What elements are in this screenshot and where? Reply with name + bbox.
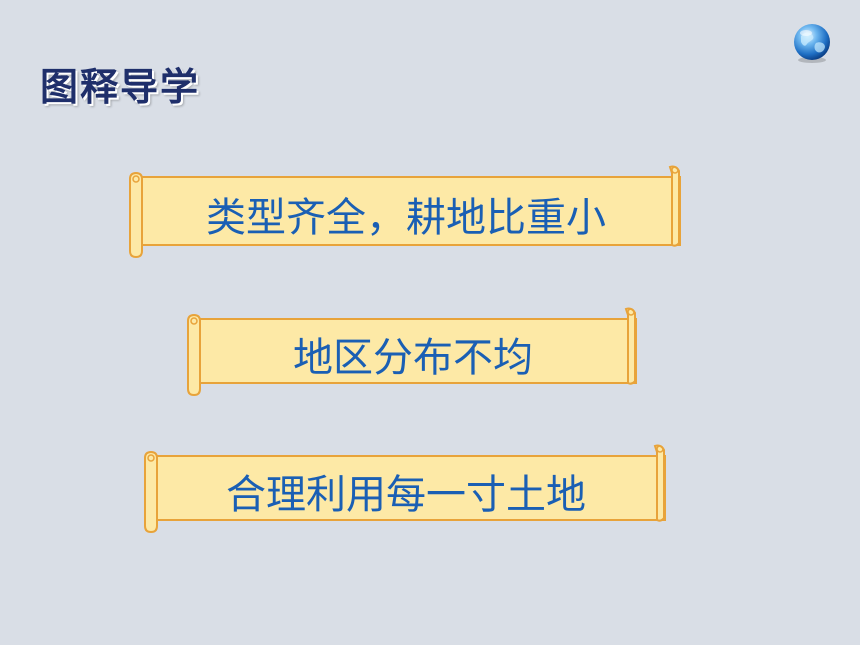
banner-scroll-2: 地区分布不均 (184, 305, 642, 397)
banner-text-2: 地区分布不均 (293, 335, 533, 381)
banner-scroll-1: 类型齐全，耕地比重小 (126, 163, 686, 261)
slide-title: 图释导学 (40, 65, 201, 109)
banner-scroll-3: 合理利用每一寸土地 (141, 442, 671, 534)
banner-text-1: 类型齐全，耕地比重小 (206, 195, 606, 241)
globe-icon (791, 22, 833, 64)
banner-text-3: 合理利用每一寸土地 (226, 472, 586, 518)
